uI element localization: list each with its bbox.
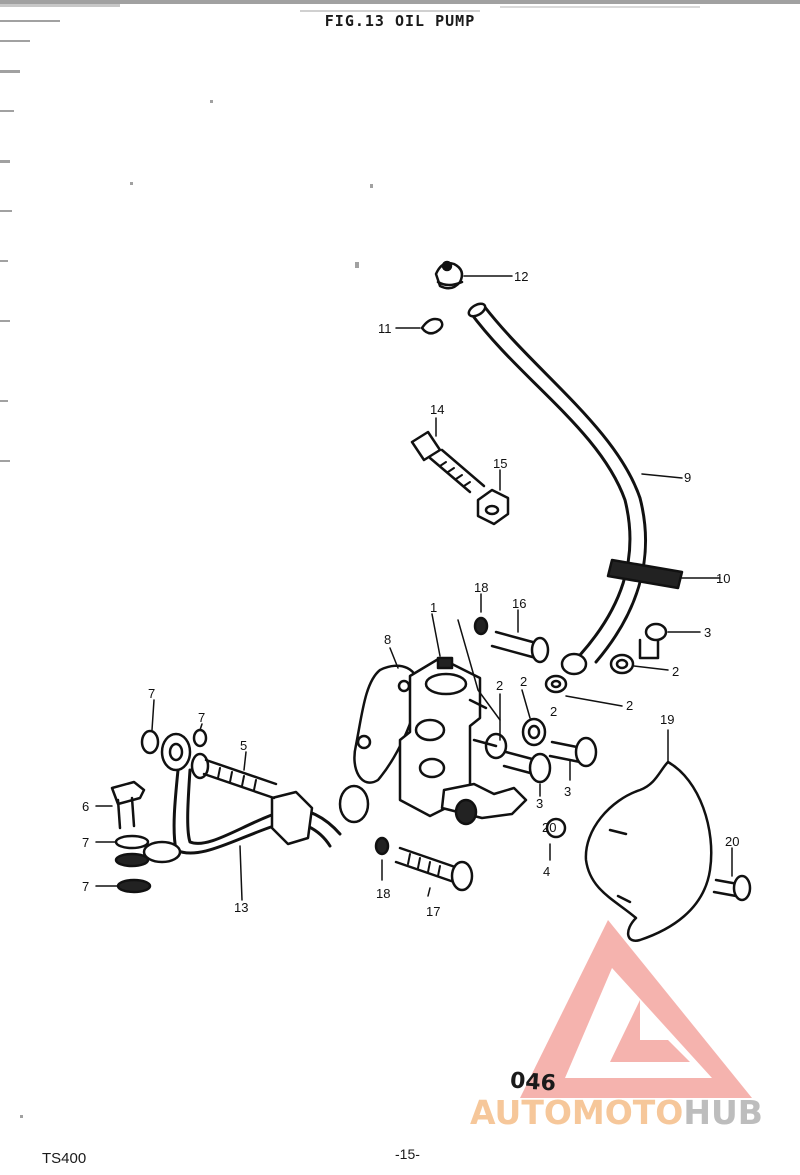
banjo-bolt-part-3-top <box>638 622 668 660</box>
callout-15: 15 <box>493 456 507 471</box>
callout-8: 8 <box>384 632 391 647</box>
page-number: -15- <box>395 1146 420 1162</box>
callout-3-b: 3 <box>564 784 571 799</box>
callout-2-a: 2 <box>496 678 503 693</box>
washer-part-2-right <box>609 653 635 675</box>
watermark-auto: AUTO <box>470 1093 572 1132</box>
oil-pipe-part-13 <box>142 732 370 864</box>
watermark-logo <box>520 920 752 1098</box>
callout-14: 14 <box>430 402 444 417</box>
model-label: TS400 <box>42 1150 87 1167</box>
watermark-hub: HUB <box>683 1093 763 1132</box>
callout-11: 11 <box>378 321 392 336</box>
callout-17: 17 <box>426 904 440 919</box>
callout-18-bottom: 18 <box>376 886 390 901</box>
callout-10: 10 <box>716 571 730 586</box>
callout-9: 9 <box>684 470 691 485</box>
figure-title: FIG.13 OIL PUMP <box>324 12 476 30</box>
washer-part-7-bottom <box>116 878 152 894</box>
callout-3-c: 3 <box>536 796 543 811</box>
washer-part-18-bottom <box>374 836 390 856</box>
callout-6: 6 <box>82 799 89 814</box>
nut-part-15 <box>476 488 510 526</box>
watermark-text: AUTOMOTOHUB <box>470 1093 763 1132</box>
screw-part-20-left <box>545 817 567 839</box>
callout-2-d: 2 <box>550 704 557 719</box>
callout-5: 5 <box>240 738 247 753</box>
callout-2-right: 2 <box>672 664 679 679</box>
callout-3-top: 3 <box>704 625 711 640</box>
callout-18-top: 18 <box>474 580 488 595</box>
washer-part-7-top <box>192 728 208 748</box>
washer-part-7-top-left <box>140 729 160 755</box>
callout-7-d: 7 <box>82 879 89 894</box>
washer-part-18-top <box>473 616 489 636</box>
pump-cover-part-19 <box>584 760 713 942</box>
leader-lines <box>95 275 733 901</box>
callout-12: 12 <box>514 269 528 284</box>
callout-16: 16 <box>512 596 526 611</box>
clip-part-11 <box>420 317 444 335</box>
screw-part-17 <box>394 846 474 892</box>
hose-clamp-part-12 <box>434 260 464 290</box>
banjo-bolt-part-3-b <box>548 736 598 768</box>
banjo-bolt-part-3-a <box>502 750 552 784</box>
screw-part-16 <box>490 630 550 664</box>
oil-pump-body-part-1 <box>398 656 528 826</box>
callout-2-b: 2 <box>520 674 527 689</box>
callout-20-left: 20 <box>542 820 556 835</box>
callout-1: 1 <box>430 600 437 615</box>
callout-13: 13 <box>234 900 248 915</box>
callout-2-c: 2 <box>626 698 633 713</box>
callout-7-a: 7 <box>148 686 155 701</box>
banjo-fitting-hose-end <box>544 652 588 694</box>
banjo-bolt-part-5 <box>190 752 278 800</box>
screw-part-20-right <box>712 874 752 902</box>
oil-hose-part-9 <box>467 302 647 664</box>
callout-19: 19 <box>660 712 674 727</box>
callout-labels: 12 11 14 15 9 10 18 16 1 3 8 2 2 2 2 2 1… <box>82 269 739 919</box>
bolt-part-6 <box>110 780 146 830</box>
callout-20-right: 20 <box>725 834 739 849</box>
washer-part-2-center <box>484 717 547 760</box>
callout-7-b: 7 <box>198 710 205 725</box>
callout-7-c: 7 <box>82 835 89 850</box>
watermark-moto: MOTO <box>571 1093 684 1132</box>
callout-4: 4 <box>543 864 550 879</box>
bolt-part-14 <box>410 430 486 494</box>
clip-bracket-part-10 <box>606 558 684 590</box>
